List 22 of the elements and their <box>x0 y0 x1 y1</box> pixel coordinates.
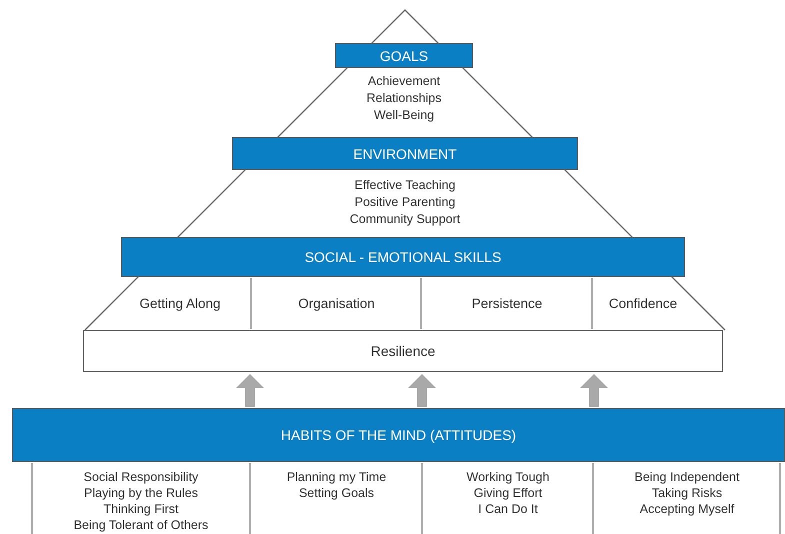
banner: SOCIAL - EMOTIONAL SKILLS <box>121 237 685 277</box>
block-arrow <box>580 374 608 407</box>
tier-item: Effective Teaching <box>354 177 456 194</box>
banner: ENVIRONMENT <box>232 137 578 170</box>
habit-column: Working Tough Giving Effort I Can Do It <box>424 463 592 534</box>
tier-item: Positive Parenting <box>354 194 456 211</box>
tier-item: Relationships <box>365 90 443 107</box>
skill-cell: Confidence <box>594 279 692 328</box>
skill-cell: Organisation <box>253 279 420 328</box>
skill-cell: Getting Along <box>110 279 250 328</box>
tier-item: Achievement <box>366 73 442 90</box>
habit-column: Social Responsibility Playing by the Rules Thinking First Being Tolerant of Others <box>34 463 248 534</box>
banner: GOALS <box>335 43 473 68</box>
block-arrow <box>408 374 436 407</box>
habit-column: Planning my Time Setting Goals <box>252 463 421 534</box>
block-arrow <box>236 374 264 407</box>
banner: HABITS OF THE MIND (ATTITUDES) <box>12 408 785 462</box>
habit-column: Being Independent Taking Risks Accepting Myself <box>595 463 779 534</box>
skill-cell: Persistence <box>423 279 591 328</box>
base-box: Resilience <box>83 330 723 372</box>
tier-item: Well-Being <box>372 107 436 124</box>
tier-item: Community Support <box>348 211 462 228</box>
